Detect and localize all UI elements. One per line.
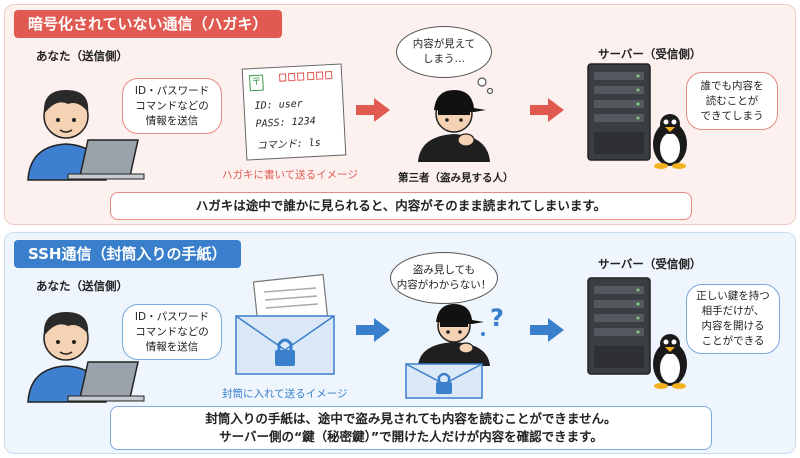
person-laptop-icon [27,90,145,181]
postcard-id: ID: user [254,98,304,113]
envelope-lock-icon [405,363,483,399]
arrow-right-icon [356,318,390,342]
arrow-right-icon [530,98,564,122]
thief-cloud-top: 内容が見えてしまう… [396,26,492,78]
ssh-title: SSH通信（封筒入りの手紙） [14,240,241,268]
postcard-caption: ハガキに書いて送るイメージ [222,169,358,181]
thought-dots-icon [477,77,494,95]
server-icon [587,277,651,375]
person-laptop-icon [27,312,145,403]
server-bubble-bottom: 正しい鍵を持つ相手だけが、内容を開けることができる [686,284,780,354]
envelope-lock-icon [235,273,335,375]
sender-label-bottom: あなた（送信側） [36,279,128,293]
penguin-icon [653,334,687,389]
thief-icon [418,90,490,162]
svg-text:?: ? [490,304,504,332]
server-icon [587,63,651,161]
server-bubble-top: 誰でも内容を読むことができてしまう [686,72,778,130]
unencrypted-message: ハガキは途中で誰かに見られると、内容がそのまま読まれてしまいます。 [110,192,692,220]
sender-bubble-top: ID・パスワードコマンドなどの情報を送信 [122,78,222,134]
envelope-caption: 封筒に入れて送るイメージ [222,388,348,400]
server-label-bottom: サーバー（受信側） [598,257,702,271]
sender-bubble-bottom: ID・パスワードコマンドなどの情報を送信 [122,304,222,360]
postcard-command: コマンド: ls [256,137,322,152]
question-mark-icon: ? [481,304,504,336]
server-label-top: サーバー（受信側） [598,47,702,61]
sender-label-top: あなた（送信側） [36,49,128,63]
postcard-icon: 〒 ID: user PASS: 1234 コマンド: ls [241,63,347,161]
thief-icon [418,304,490,366]
arrow-right-icon [530,318,564,342]
ssh-message: 封筒入りの手紙は、途中で盗み見されても内容を読むことができません。 サーバー側の… [110,406,712,450]
thief-cloud-bottom: 盗み見しても内容がわからない！ [390,252,498,304]
arrow-right-icon [356,98,390,122]
thief-label-top: 第三者（盗み見する人） [398,172,514,184]
postcard-pass: PASS: 1234 [255,115,317,131]
unencrypted-title: 暗号化されていない通信（ハガキ） [14,10,282,38]
penguin-icon [653,114,687,169]
